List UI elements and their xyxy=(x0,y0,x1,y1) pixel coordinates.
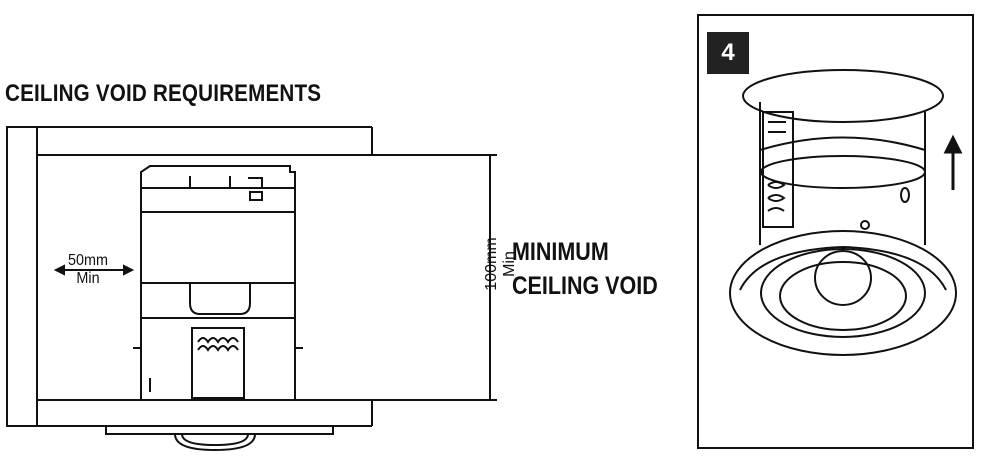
side-clearance-qualifier: Min xyxy=(76,270,100,287)
side-clearance-label: 50mm Min xyxy=(68,252,108,288)
side-clearance-value: 50mm xyxy=(68,252,109,269)
step-number-badge: 4 xyxy=(707,32,749,74)
height-clearance-value: 100mm xyxy=(483,237,500,291)
step-panel xyxy=(697,14,974,449)
up-arrow-icon xyxy=(943,134,963,190)
min-void-line2: CEILING VOID xyxy=(512,272,658,300)
wall-section xyxy=(6,126,38,427)
downlight-illustration xyxy=(729,69,957,356)
min-void-line1: MINIMUM xyxy=(512,238,609,266)
diagram-title: CEILING VOID REQUIREMENTS xyxy=(5,80,322,107)
